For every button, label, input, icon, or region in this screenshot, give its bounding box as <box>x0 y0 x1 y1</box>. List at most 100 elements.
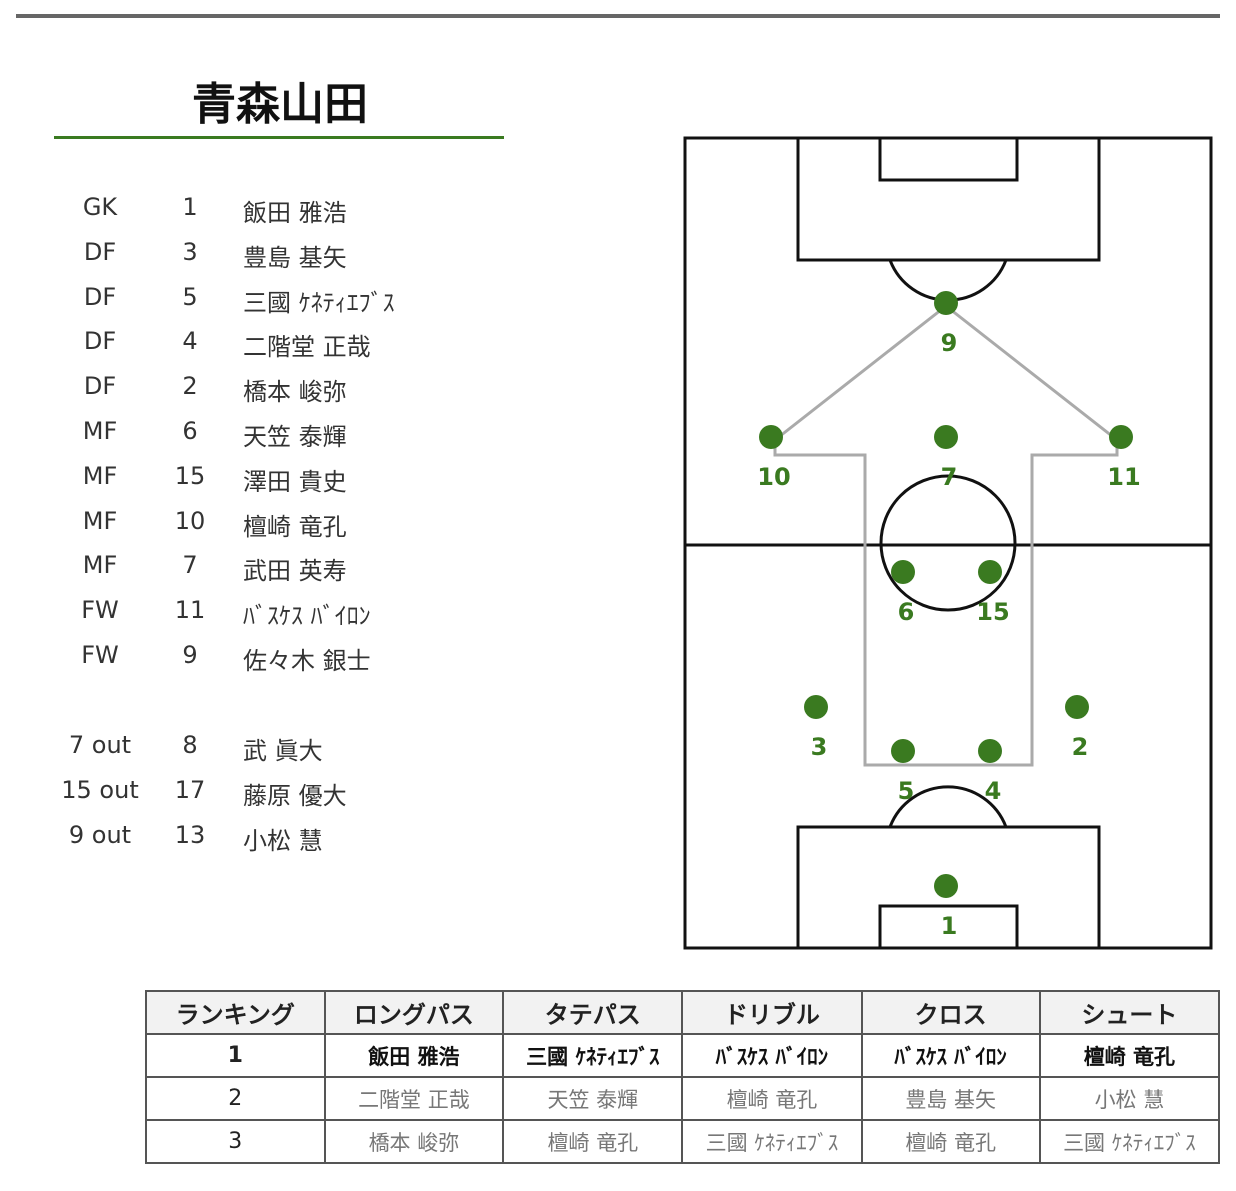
player-position: FW <box>81 641 119 669</box>
player-name: 藤原 優大 <box>243 781 347 810</box>
player-position: 7 out <box>68 731 132 759</box>
player-marker <box>804 695 828 719</box>
bottom-goal-box <box>878 904 1019 950</box>
player-name: 橋本 峻弥 <box>243 378 347 407</box>
player-name: 豊島 基矢 <box>243 243 347 272</box>
ranking-header-cell: シュート <box>1038 990 1221 1035</box>
ranking-cell: ﾊﾞｽｹｽ ﾊﾞｲﾛﾝ <box>860 1033 1041 1078</box>
player-marker-number: 9 <box>941 329 958 357</box>
player-name: 二階堂 正哉 <box>243 333 371 362</box>
ranking-header-cell: ドリブル <box>681 990 863 1035</box>
bottom-penalty-arc <box>888 785 1008 828</box>
rank-cell: 3 <box>145 1119 326 1164</box>
ranking-cell: 三國 ｹﾈﾃｨｴﾌﾞｽ <box>1038 1119 1221 1164</box>
pitch-lines <box>683 136 1213 950</box>
player-number: 9 <box>182 641 198 669</box>
player-name: 武田 英寿 <box>243 557 347 586</box>
player-position: DF <box>83 327 117 356</box>
ranking-header-cell: ロングパス <box>323 990 505 1035</box>
ranking-cell: 飯田 雅浩 <box>323 1033 505 1078</box>
player-marker <box>934 874 958 898</box>
player-marker-number: 7 <box>941 463 958 491</box>
ranking-cell: 橋本 峻弥 <box>323 1119 505 1164</box>
player-number: 6 <box>182 417 198 445</box>
player-marker-number: 15 <box>976 598 1009 626</box>
ranking-cell: 檀崎 竜孔 <box>860 1119 1041 1164</box>
player-position: GK <box>82 193 118 221</box>
player-number: 5 <box>182 282 198 311</box>
player-marker-number: 2 <box>1072 733 1089 761</box>
ranking-cell: 檀崎 竜孔 <box>681 1076 863 1121</box>
center-circle <box>879 474 1017 612</box>
player-number: 1 <box>182 193 198 221</box>
player-name: 檀崎 竜孔 <box>243 512 347 541</box>
player-marker-number: 6 <box>898 598 915 626</box>
ranking-cell: ﾊﾞｽｹｽ ﾊﾞｲﾛﾝ <box>681 1033 863 1078</box>
player-position: DF <box>83 237 117 266</box>
player-marker <box>978 560 1002 584</box>
player-marker-number: 3 <box>811 733 828 761</box>
player-number: 3 <box>182 237 198 266</box>
player-number: 4 <box>182 327 198 356</box>
team-title: 青森山田 <box>192 79 368 130</box>
player-position: DF <box>83 282 117 311</box>
player-marker-number: 5 <box>898 777 915 805</box>
player-name: 澤田 貴史 <box>243 467 347 496</box>
top-penalty-box <box>796 136 1101 262</box>
player-marker <box>1109 425 1133 449</box>
player-marker <box>759 425 783 449</box>
ranking-cell: 小松 慧 <box>1038 1076 1221 1121</box>
top-divider <box>16 14 1220 18</box>
ranking-header-row: ランキングロングパスタテパスドリブルクロスシュート <box>145 990 1221 1035</box>
ranking-header-cell: タテパス <box>502 990 684 1035</box>
player-name: 飯田 雅浩 <box>243 199 347 227</box>
ranking-cell: 天笠 泰輝 <box>502 1076 684 1121</box>
ranking-header-cell: クロス <box>860 990 1041 1035</box>
player-name: 小松 慧 <box>243 826 323 855</box>
player-position: 9 out <box>68 820 132 849</box>
rank-cell: 1 <box>145 1033 326 1078</box>
player-position: MF <box>82 417 118 445</box>
attack-arrow <box>773 304 1119 767</box>
player-marker <box>1065 695 1089 719</box>
player-position: MF <box>82 506 118 535</box>
top-goal-box <box>878 136 1019 182</box>
player-position: 15 out <box>61 775 139 804</box>
ranking-cell: 三國 ｹﾈﾃｨｴﾌﾞｽ <box>681 1119 863 1164</box>
rank-cell: 2 <box>145 1076 326 1121</box>
player-marker <box>934 291 958 315</box>
player-marker <box>934 425 958 449</box>
player-marker <box>891 739 915 763</box>
player-name: 三國 ｹﾈﾃｨｴﾌﾞｽ <box>243 288 395 317</box>
player-number: 10 <box>174 506 206 535</box>
player-number: 8 <box>182 731 198 759</box>
ranking-cell: 豊島 基矢 <box>860 1076 1041 1121</box>
player-name: 天笠 泰輝 <box>243 423 347 451</box>
player-number: 15 <box>174 461 206 490</box>
player-number: 11 <box>174 596 206 625</box>
player-position: MF <box>82 551 118 580</box>
player-number: 2 <box>182 372 198 401</box>
player-name: 佐々木 銀士 <box>243 647 371 675</box>
player-number: 7 <box>182 551 198 580</box>
ranking-cell: 檀崎 竜孔 <box>1038 1033 1221 1078</box>
player-number: 13 <box>174 820 206 849</box>
ranking-cell: 二階堂 正哉 <box>323 1076 505 1121</box>
player-position: DF <box>83 372 117 401</box>
player-number: 17 <box>174 775 206 804</box>
player-marker-number: 10 <box>757 463 790 491</box>
ranking-cell: 檀崎 竜孔 <box>502 1119 684 1164</box>
player-name: 武 眞大 <box>243 737 323 765</box>
player-position: MF <box>82 461 118 490</box>
player-marker <box>891 560 915 584</box>
player-position: FW <box>81 596 119 625</box>
player-marker-number: 4 <box>985 777 1002 805</box>
player-name: ﾊﾞｽｹｽ ﾊﾞｲﾛﾝ <box>243 602 371 631</box>
ranking-header-cell: ランキング <box>145 990 326 1035</box>
player-marker-number: 11 <box>1107 463 1140 491</box>
